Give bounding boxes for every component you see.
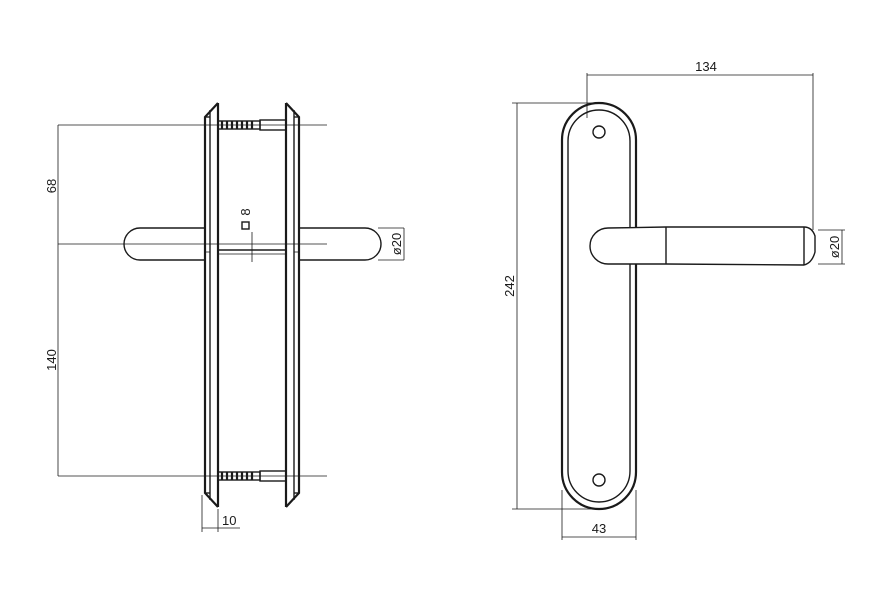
spindle-square-icon xyxy=(241,221,250,230)
dimension-242-label: 242 xyxy=(502,275,517,297)
top-screw xyxy=(217,119,287,131)
top-screw-hole xyxy=(592,125,606,139)
dimension-vertical-chain: 68 140 xyxy=(44,124,327,477)
dimension-43-label: 43 xyxy=(592,521,606,536)
dimension-diameter-front-label: ø20 xyxy=(827,236,842,258)
dimension-width: 43 xyxy=(561,490,637,540)
dimension-diameter-label: ø20 xyxy=(389,233,404,255)
dimension-134-label: 134 xyxy=(695,59,717,74)
bottom-screw-hole xyxy=(592,473,606,487)
dimension-height: 242 xyxy=(502,102,599,510)
dimension-thickness: 10 xyxy=(201,495,240,532)
left-backplate xyxy=(203,102,220,508)
right-backplate xyxy=(284,102,301,508)
spindle: 8 xyxy=(218,208,286,262)
dimension-10-label: 10 xyxy=(222,513,236,528)
bottom-screw xyxy=(217,470,287,482)
dimension-68-label: 68 xyxy=(44,179,59,193)
front-view: 134 242 43 ø20 xyxy=(502,59,845,540)
dimension-diameter-front: ø20 xyxy=(818,229,845,265)
dimension-length: 134 xyxy=(586,59,814,230)
right-handle xyxy=(299,227,382,261)
front-backplate xyxy=(560,101,638,511)
dimension-diameter-side: ø20 xyxy=(378,227,405,261)
left-handle xyxy=(123,227,205,261)
side-view: 68 140 xyxy=(44,102,405,532)
dimension-140-label: 140 xyxy=(44,349,59,371)
dimension-8-label: 8 xyxy=(238,208,253,215)
front-lever-handle xyxy=(589,226,816,266)
